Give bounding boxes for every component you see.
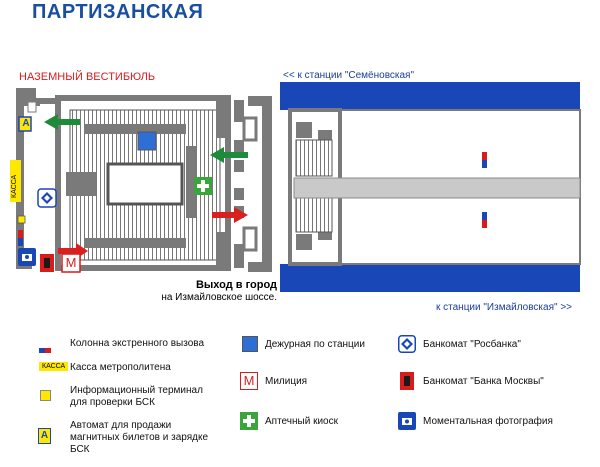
legend-label-bank-moscow: Банкомат "Банка Москвы" bbox=[423, 376, 544, 387]
legend-rosbank-atm-icon bbox=[398, 335, 416, 353]
legend-label-police: Милиция bbox=[265, 376, 308, 387]
legend-photo-booth-icon bbox=[398, 412, 416, 430]
police-icon bbox=[61, 253, 81, 273]
legend-label-attendant: Дежурная по станции bbox=[265, 339, 365, 350]
ticket-office-map: КАССА bbox=[10, 160, 21, 202]
escalator-pit bbox=[106, 162, 184, 206]
vestibule-label: НАЗЕМНЫЙ ВЕСТИБЮЛЬ bbox=[19, 71, 156, 83]
legend-label-ticket-machine: Автомат для продажи магнитных билетов и … bbox=[70, 420, 209, 455]
legend-police-icon: М bbox=[240, 372, 258, 390]
legend-label-kassa: Касса метрополитена bbox=[70, 362, 171, 373]
platform-center bbox=[293, 177, 581, 199]
exit-label: Выход в город на Измайловское шоссе. bbox=[150, 279, 277, 304]
ticket-machine-letter: А bbox=[22, 118, 30, 129]
direction-semenovskaya: << к станции "Семёновская" bbox=[283, 70, 415, 81]
station-title: ПАРТИЗАНСКАЯ bbox=[32, 1, 204, 23]
exit-title: Выход в город bbox=[195, 279, 277, 291]
emergency-column-icon bbox=[18, 238, 23, 246]
photo-booth-icon bbox=[18, 248, 36, 266]
station-attendant-icon bbox=[137, 131, 157, 151]
track-bottom bbox=[280, 264, 580, 292]
legend-label-photo: Моментальная фотография bbox=[423, 416, 553, 427]
legend-info-terminal-icon bbox=[40, 390, 51, 401]
legend-ticket-machine-icon: А bbox=[38, 428, 51, 444]
legend-pharmacy-icon bbox=[240, 412, 258, 430]
emergency-column-icon bbox=[482, 212, 487, 220]
info-terminal-icon bbox=[17, 215, 26, 224]
emergency-column-icon bbox=[482, 152, 487, 160]
legend-label-rosbank: Банкомат "Росбанка" bbox=[423, 339, 521, 350]
pharmacy-icon bbox=[194, 177, 212, 195]
emergency-column-icon bbox=[482, 160, 487, 168]
ticket-machine-icon bbox=[18, 116, 32, 132]
track-top bbox=[280, 82, 580, 110]
arrow-green bbox=[44, 114, 248, 163]
emergency-column-icon bbox=[482, 220, 487, 228]
legend-bank-moscow-atm-icon bbox=[400, 372, 414, 390]
legend-label-pharmacy: Аптечный киоск bbox=[265, 416, 338, 427]
bank-moscow-atm-icon bbox=[40, 254, 54, 272]
police-letter: М bbox=[65, 255, 77, 270]
legend-emergency-column-icon bbox=[39, 340, 51, 353]
legend-station-attendant-icon bbox=[242, 336, 258, 352]
exit-subtitle: на Измайловское шоссе. bbox=[161, 292, 277, 303]
legend-label-emergency: Колонна экстренного вызова bbox=[70, 338, 205, 349]
legend-label-info-terminal: Информационный терминал для проверки БСК bbox=[70, 385, 203, 408]
direction-izmaylovskaya: к станции "Измайловская" >> bbox=[436, 302, 573, 313]
legend-ticket-office-icon: КАССА bbox=[39, 362, 69, 371]
emergency-column-icon bbox=[18, 230, 23, 238]
rosbank-atm-icon bbox=[37, 188, 57, 208]
station-map bbox=[16, 82, 581, 292]
